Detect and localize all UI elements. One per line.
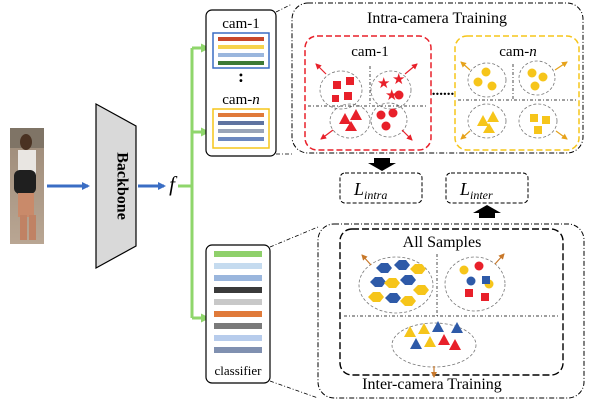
svg-text:Lintra: Lintra [353,179,387,202]
classifier-label: classifier [215,363,263,378]
all-samples-label: All Samples [403,234,482,251]
inter-cluster-hexagons [368,260,429,306]
memory-cam1-bank [212,32,270,69]
memory-to-intra-connectors [275,3,293,155]
backbone-label: Backbone [113,152,130,220]
svg-text:★: ★ [392,72,405,88]
intra-loss-box: Lintra [339,172,423,204]
memory-camn-label: cam-n [222,92,259,108]
svg-text:Linter: Linter [459,179,493,202]
svg-text:★: ★ [385,88,398,104]
feature-branch-arrows [178,43,210,323]
inter-loss-box: Linter [445,172,529,204]
intra-camera-training-box: Intra-camera Training cam-1 [291,2,584,154]
feature-symbol: f [169,172,178,196]
intra-loss-arrow [368,158,396,171]
inter-loss-symbol: L [459,179,470,199]
input-person-image [10,128,44,244]
inter-loss-arrow [473,205,501,218]
inter-loss-subscript: inter [470,188,493,202]
inter-title: Inter-camera Training [362,376,502,393]
intra-ellipsis: ...... [432,83,455,99]
intra-camn-label: cam-n [499,44,536,60]
inter-camera-training-box: All Samples Inter-camera Training [317,223,585,399]
svg-text:★: ★ [377,76,390,92]
memory-colon: : [238,66,244,86]
intra-loss-subscript: intra [364,188,387,202]
classifier-box: classifier [205,244,271,384]
intra-cam1-panel: cam-1 ★ ★ ★ [304,35,432,151]
intra-loss-symbol: L [353,179,364,199]
backbone-block: Backbone [95,102,137,270]
classifier-to-inter-connectors [269,226,319,399]
intra-title: Intra-camera Training [367,10,507,27]
camera-memory-box: cam-1 : cam-n [205,9,277,157]
classifier-weights [214,251,262,353]
memory-cam1-label: cam-1 [222,16,259,32]
intra-cam1-label: cam-1 [351,44,388,60]
memory-camn-bank [212,108,270,149]
intra-camn-panel: cam-n [454,35,580,151]
inter-cluster-triangles [404,321,463,350]
inter-cluster-mixed [459,261,494,301]
